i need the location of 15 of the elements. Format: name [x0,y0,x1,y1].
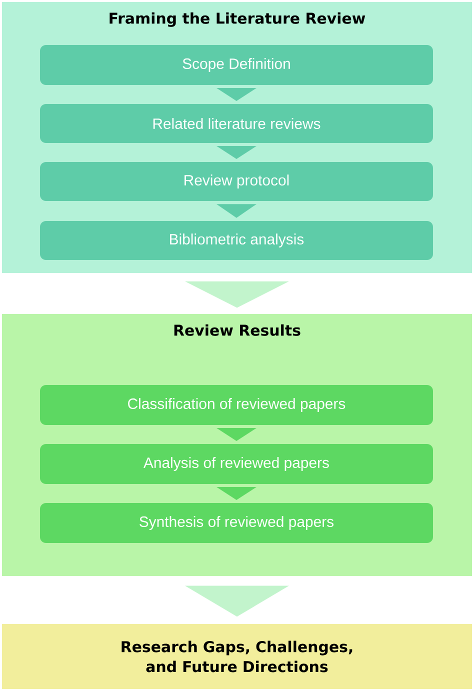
step-box: Review protocol [40,162,433,201]
arrow [185,281,289,308]
step-box: Analysis of reviewed papers [40,444,433,484]
step-box: Classification of reviewed papers [40,385,433,425]
arrow [216,204,256,218]
arrow [216,88,256,102]
arrow [216,146,256,160]
step-box: Synthesis of reviewed papers [40,503,433,543]
arrow [216,487,256,500]
arrow [216,428,256,441]
step-box: Scope Definition [40,45,433,85]
step-box: Bibliometric analysis [40,221,433,260]
arrow [185,586,289,617]
outcome-box: Research Gaps, Challenges, and Future Directions [2,624,472,689]
step-box: Related literature reviews [40,104,433,143]
